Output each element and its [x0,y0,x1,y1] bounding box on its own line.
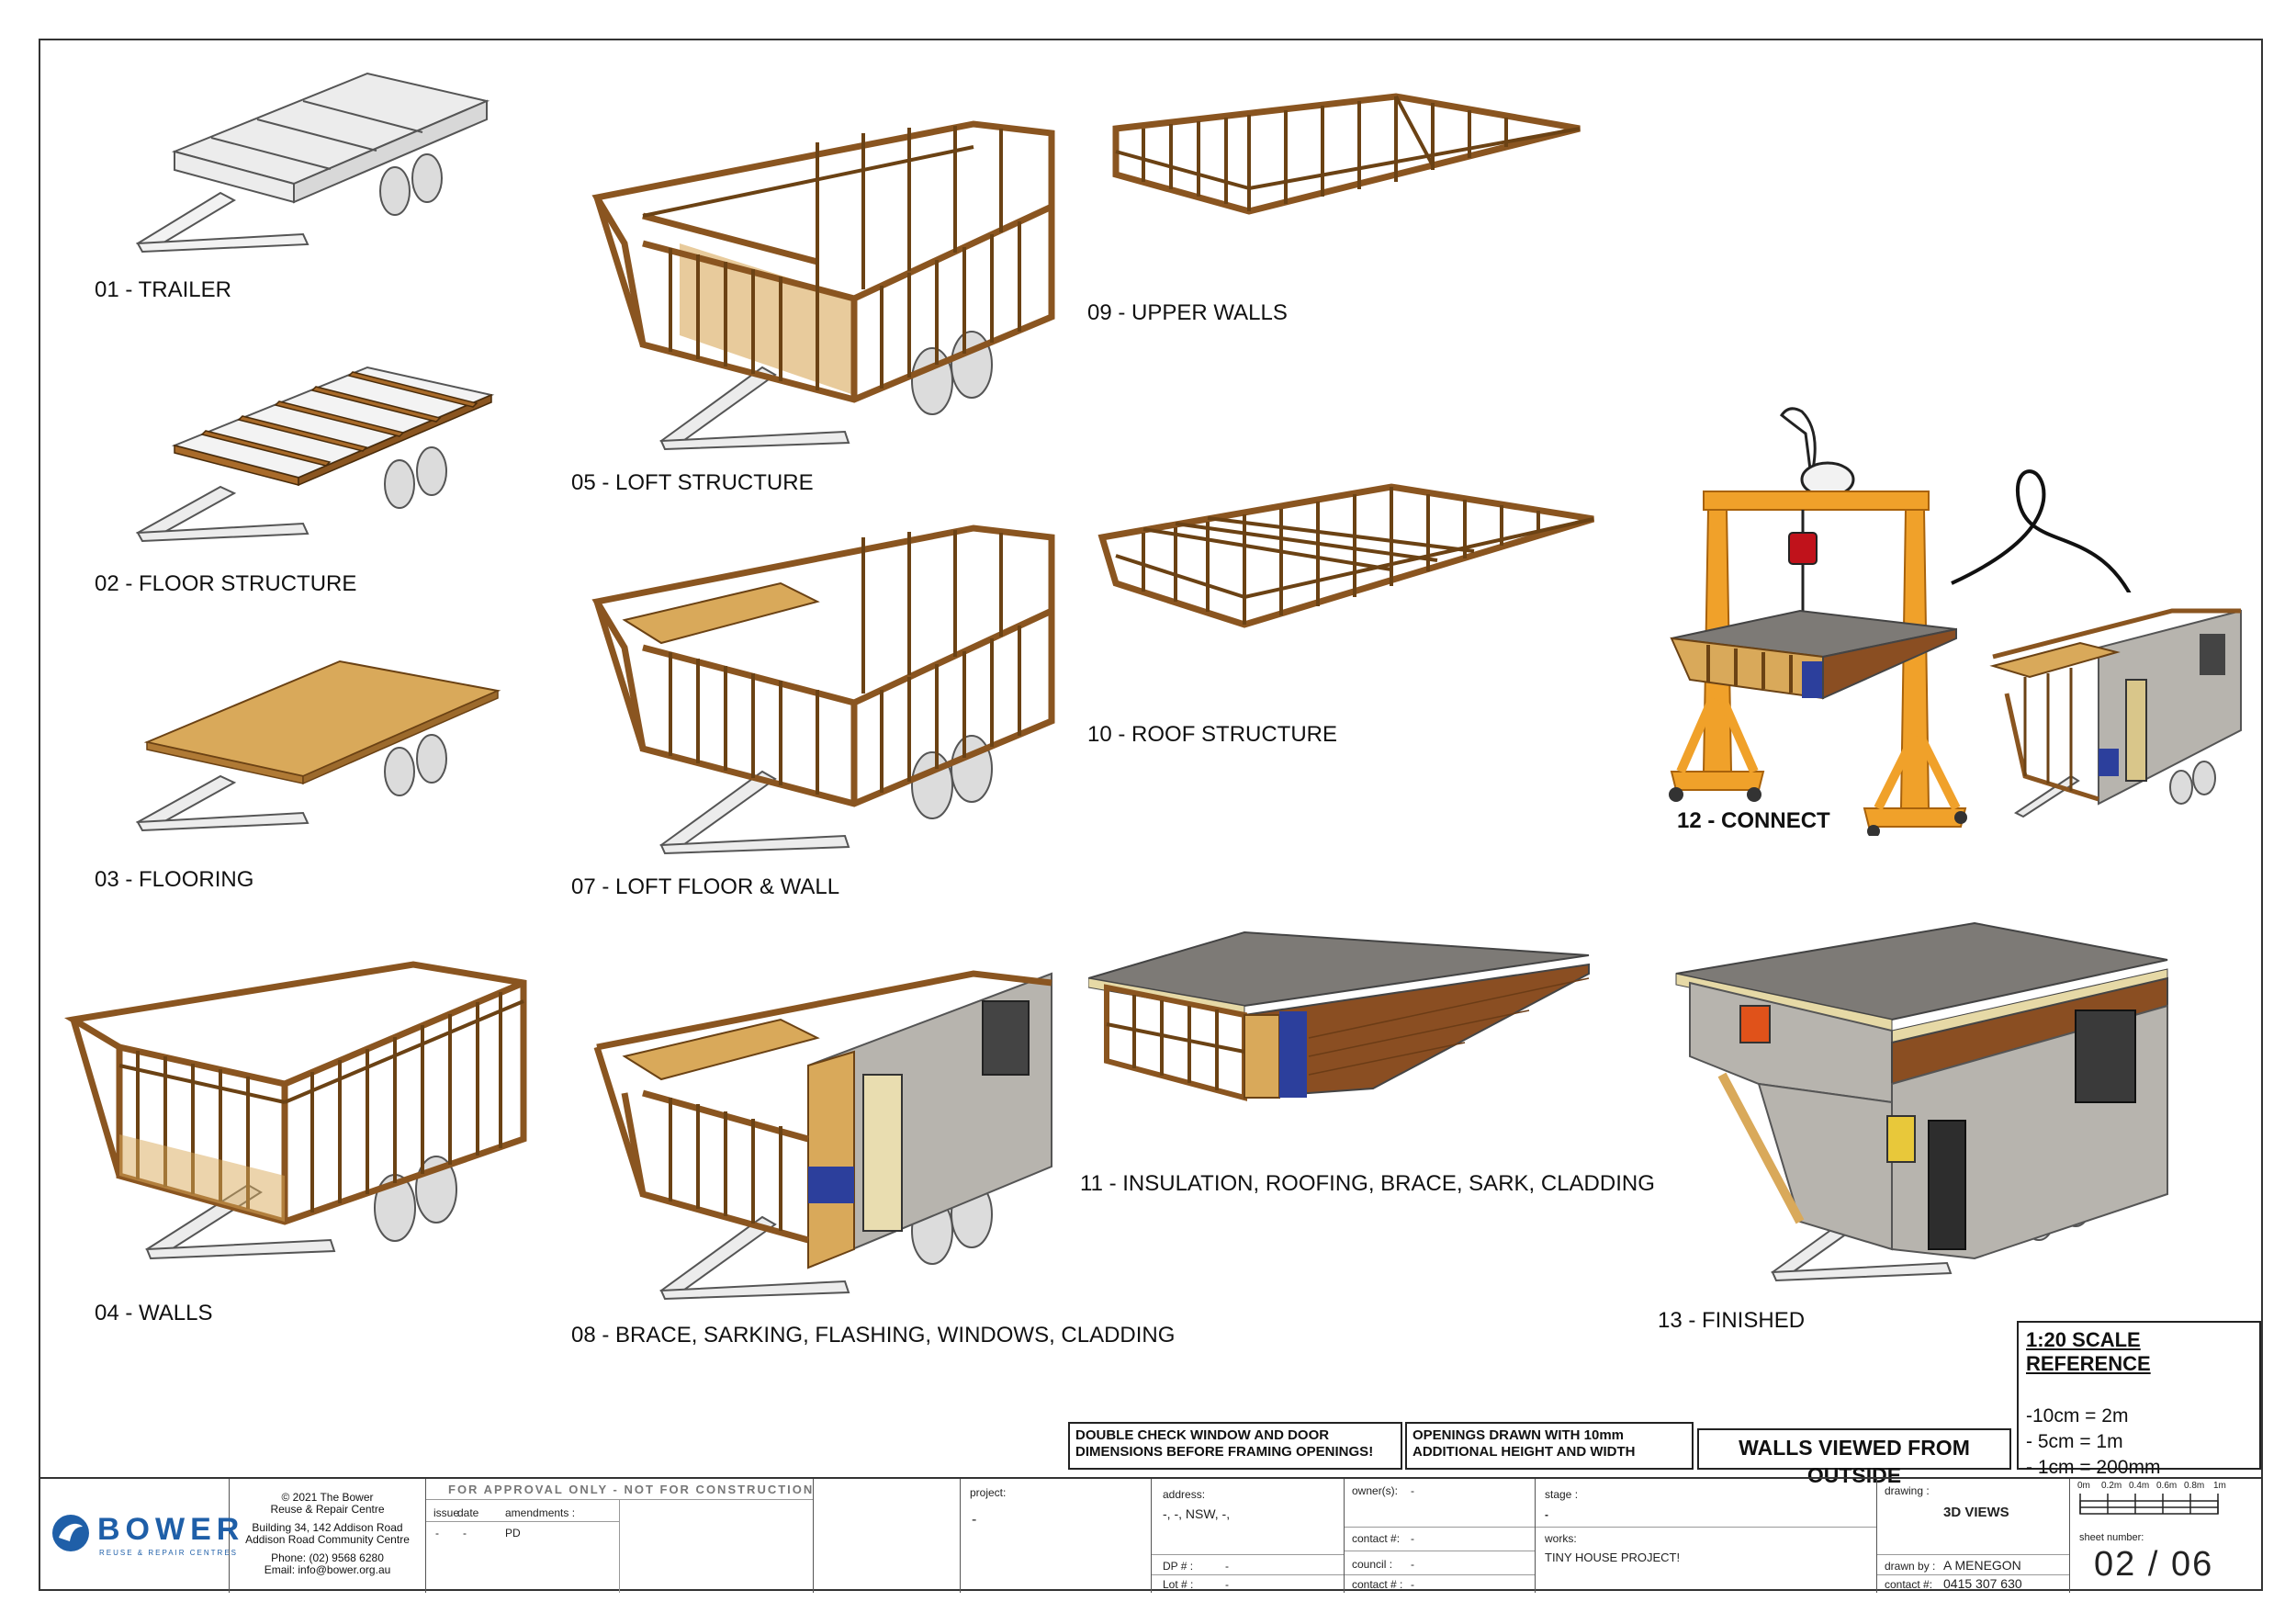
drawing-label: drawing : [1885,1484,1930,1497]
step-label-finished: 13 - FINISHED [1658,1308,1806,1333]
scale-bar-tick: 0.2m [2101,1481,2122,1491]
scale-bar-tick: 0m [2077,1481,2090,1491]
scale-bar-tick: 0.6m [2156,1481,2178,1491]
drawing-cell: drawing : 3D VIEWS drawn by : A MENEGON … [1877,1479,2070,1593]
council-label: council : [1352,1558,1393,1571]
step-label-walls: 04 - WALLS [95,1301,213,1325]
logo-subtext: REUSE & REPAIR CENTRES [99,1549,238,1557]
drafter-contact-label: contact #: [1885,1578,1933,1591]
logo-cell: BOWER REUSE & REPAIR CENTRES [39,1479,239,1593]
issue-value: - [435,1527,439,1539]
illustration-flooring [135,660,501,832]
step-label-flooring: 03 - FLOORING [95,867,254,892]
issue-cell: FOR APPROVAL ONLY - NOT FOR CONSTRUCTION… [426,1479,814,1593]
logo-text: BOWER [97,1512,245,1547]
stage-cell: stage : - works: TINY HOUSE PROJECT! [1536,1479,1877,1593]
illustration-crane-connect [1653,404,1970,836]
council-contact-value: - [1411,1578,1414,1591]
illustration-connected-house [1988,592,2255,822]
scale-bar-tick: 0.4m [2129,1481,2150,1491]
org-line: Phone: (02) 9568 6280 [271,1551,384,1564]
scale-reference-box: 1:20 SCALE REFERENCE -10cm = 2m - 5cm = … [2017,1321,2261,1478]
step-label-roofing: 11 - INSULATION, ROOFING, BRACE, SARK, C… [1080,1171,1655,1196]
illustration-cladding [593,970,1052,1301]
note-check-dimensions: DOUBLE CHECK WINDOW AND DOOR DIMENSIONS … [1068,1422,1402,1470]
illustration-upper-walls [1112,93,1581,215]
scale-bar [2079,1494,2219,1515]
owner-cell: owner(s): - contact #: - council : - con… [1345,1479,1536,1593]
note-openings: OPENINGS DRAWN WITH 10mm ADDITIONAL HEIG… [1405,1422,1694,1470]
org-line: © 2021 The Bower [281,1491,374,1504]
drafter-contact-value: 0415 307 630 [1943,1576,2022,1591]
council-contact-label: contact # : [1352,1578,1403,1591]
council-value: - [1411,1558,1414,1571]
illustration-walls [64,961,527,1260]
illustration-loft-structure [591,120,1055,451]
owner-value: - [1411,1484,1414,1497]
step-label-cladding: 08 - BRACE, SARKING, FLASHING, WINDOWS, … [571,1323,1176,1348]
illustration-roofing [1088,930,1590,1101]
amendments-label: amendments : [505,1506,576,1519]
org-line: Building 34, 142 Addison Road [252,1521,403,1534]
org-line: Addison Road Community Centre [245,1532,410,1546]
works-value: TINY HOUSE PROJECT! [1545,1551,1681,1564]
date-value: - [463,1527,467,1539]
scale-bar-tick: 1m [2213,1481,2226,1491]
sheet-cell: 0m 0.2m 0.4m 0.6m 0.8m 1m sheet number: … [2070,1479,2263,1593]
lot-value: - [1225,1578,1229,1591]
scale-line: - 1cm = 200mm [2026,1457,2161,1478]
illustration-trailer [135,72,490,254]
blank-cell [814,1479,961,1593]
title-block: BOWER REUSE & REPAIR CENTRES © 2021 The … [39,1477,2263,1593]
illustration-finished-house [1675,921,2168,1282]
address-value: -, -, NSW, -, [1163,1506,1231,1521]
date-label: date [457,1506,479,1519]
stage-label: stage : [1545,1488,1579,1501]
step-label-roof-structure: 10 - ROOF STRUCTURE [1087,722,1338,747]
dp-value: - [1225,1560,1229,1573]
step-label-floor-structure: 02 - FLOOR STRUCTURE [95,571,357,596]
note-walls-viewed: WALLS VIEWED FROM OUTSIDE [1697,1428,2011,1487]
bower-logo-icon [52,1515,89,1551]
org-line: Reuse & Repair Centre [270,1502,385,1516]
dp-label: DP # : [1163,1560,1194,1573]
sheet-number-label: sheet number: [2079,1532,2144,1543]
stage-value: - [1545,1508,1548,1521]
step-label-trailer: 01 - TRAILER [95,277,231,302]
works-label: works: [1545,1532,1577,1545]
step-label-loft-floor-wall: 07 - LOFT FLOOR & WALL [571,874,840,899]
address-cell: address: -, -, NSW, -, DP # : - Lot # : … [1152,1479,1345,1593]
project-value: - [972,1512,977,1528]
drawn-by-label: drawn by : [1885,1560,1936,1573]
scale-line: - 5cm = 1m [2026,1431,2123,1452]
sheet-number-value: 02 / 06 [2094,1545,2214,1584]
illustration-loft-floor-wall [591,524,1055,855]
amendments-value: PD [505,1527,521,1539]
owner-label: owner(s): [1352,1484,1399,1497]
project-cell: project: - [961,1479,1152,1593]
issue-label: issue [433,1506,460,1519]
project-label: project: [970,1486,1007,1499]
contact-value: - [1411,1532,1414,1545]
drawn-by-value: A MENEGON [1943,1558,2021,1573]
step-label-loft-structure: 05 - LOFT STRUCTURE [571,470,814,495]
drawing-value: 3D VIEWS [1943,1505,2009,1520]
illustration-floor-structure [135,366,495,543]
contact-label: contact #: [1352,1532,1401,1545]
step-label-upper-walls: 09 - UPPER WALLS [1087,300,1288,325]
scale-bar-tick: 0.8m [2184,1481,2205,1491]
org-line: Email: info@bower.org.au [264,1562,391,1576]
org-cell: © 2021 The Bower Reuse & Repair Centre B… [230,1479,426,1593]
illustration-roof-structure [1097,483,1595,628]
approval-text: FOR APPROVAL ONLY - NOT FOR CONSTRUCTION [448,1483,815,1496]
address-label: address: [1163,1488,1206,1501]
lot-label: Lot # : [1163,1578,1194,1591]
scale-line: -10cm = 2m [2026,1405,2129,1427]
step-label-connect: 12 - CONNECT [1677,808,1830,833]
scale-reference-title: 1:20 SCALE REFERENCE [2026,1328,2151,1375]
